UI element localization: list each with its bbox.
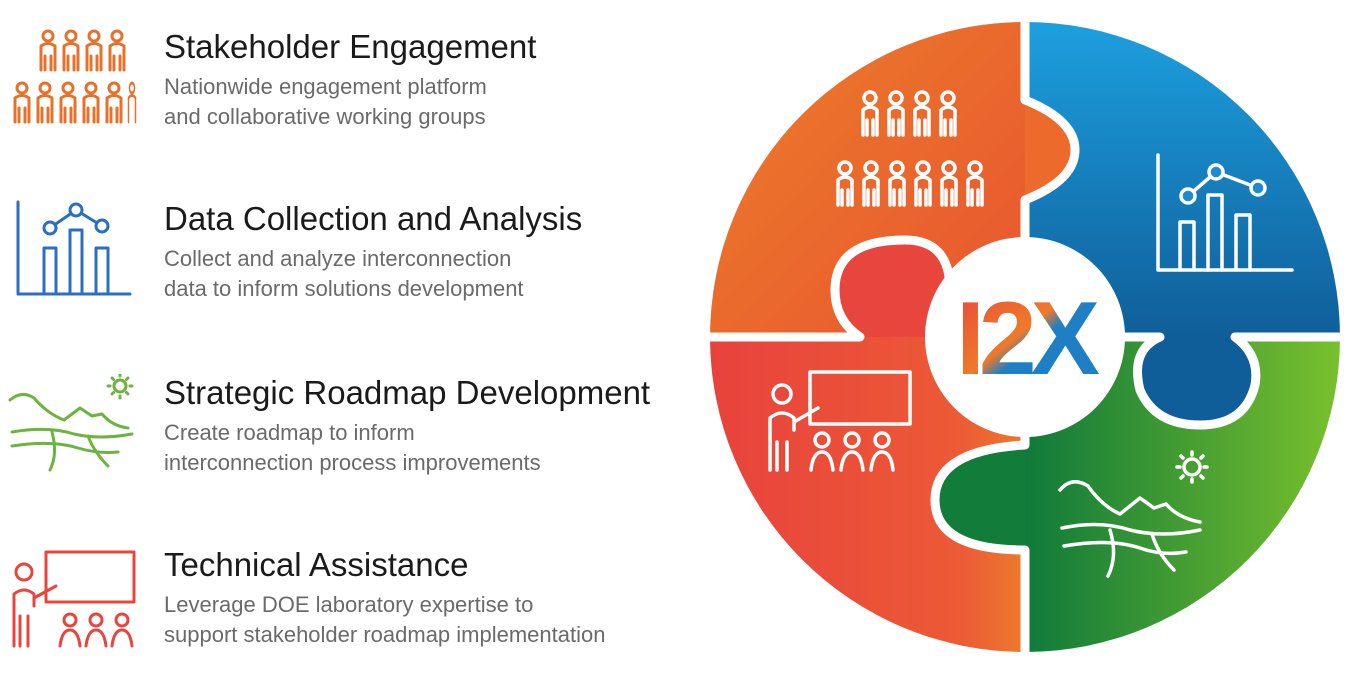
item-description-line: interconnection process improvements <box>164 450 541 475</box>
item-title: Data Collection and Analysis <box>164 200 583 237</box>
logo-circle <box>925 237 1125 437</box>
landscape-sun-icon <box>8 374 134 472</box>
item-description-line: Nationwide engagement platform <box>164 74 487 99</box>
people-group-icon <box>836 90 984 207</box>
presenter-icon <box>768 370 912 472</box>
i2x-logo: I2X <box>956 281 1106 397</box>
item-description-line: Leverage DOE laboratory expertise to <box>164 592 534 617</box>
people-group-icon <box>13 29 137 124</box>
presenter-icon <box>12 550 136 648</box>
data-collection-item: Data Collection and Analysis Collect and… <box>0 200 720 340</box>
item-description-line: support stakeholder roadmap implementati… <box>164 622 606 647</box>
strategic-roadmap-item: Strategic Roadmap Development Create roa… <box>0 374 720 514</box>
technical-assistance-item: Technical Assistance Leverage DOE labora… <box>0 546 720 686</box>
landscape-sun-icon <box>1058 450 1209 578</box>
svg-text:I2X: I2X <box>956 281 1100 397</box>
bar-chart-icon <box>1156 153 1294 272</box>
item-title: Stakeholder Engagement <box>164 28 537 65</box>
stakeholder-engagement-item: Stakeholder Engagement Nationwide engage… <box>0 28 720 168</box>
item-title: Technical Assistance <box>164 546 469 583</box>
item-title: Strategic Roadmap Development <box>164 374 651 411</box>
puzzle-graphic: I2X <box>710 22 1340 652</box>
item-description-line: Collect and analyze interconnection <box>164 246 512 271</box>
item-description-line: Create roadmap to inform <box>164 420 415 445</box>
item-description-line: and collaborative working groups <box>164 104 486 129</box>
bar-chart-icon <box>16 200 132 296</box>
item-description-line: data to inform solutions development <box>164 276 524 301</box>
